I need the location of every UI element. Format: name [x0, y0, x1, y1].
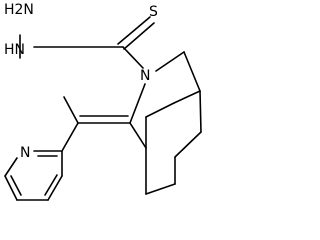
bond-bridge-top-right [173, 90, 201, 104]
bond-n-c3 [129, 83, 146, 124]
chemical-structure: H2N HN S N N [4, 2, 202, 201]
atom-label-nh2: H2N [4, 2, 34, 18]
bond-right-bridge-lower [174, 131, 202, 158]
bond-bridge-top [145, 102, 175, 118]
atom-label-pyridine-n: N [20, 145, 30, 161]
bond-exo-pyridine [61, 122, 79, 152]
bond-layer [4, 16, 202, 201]
bond-py-c6-c5 [4, 175, 18, 201]
atom-label-s: S [149, 4, 158, 20]
bond-c3-left-bridgehead [129, 122, 147, 149]
bond-py-n-c6 [4, 157, 18, 177]
bond-py-c4-c3 [47, 175, 63, 201]
bond-methyl [63, 96, 79, 124]
bond-n-ch2 [155, 51, 185, 72]
bond-c-s-double-b [123, 22, 155, 50]
atom-label-layer: H2N HN S N N [4, 2, 158, 161]
atom-label-ring-n: N [140, 68, 150, 84]
atom-label-nh: HN [4, 42, 25, 58]
bond-c-s-double-a [117, 16, 151, 45]
bond-ch2-bridgehead [183, 51, 201, 92]
bond-right-bridgehead-down [199, 90, 202, 133]
bond-bottom [145, 183, 176, 195]
bond-py-double-3 [44, 174, 58, 196]
bond-py-double-2 [10, 175, 22, 196]
bond-thiocarbon-n [122, 46, 144, 69]
